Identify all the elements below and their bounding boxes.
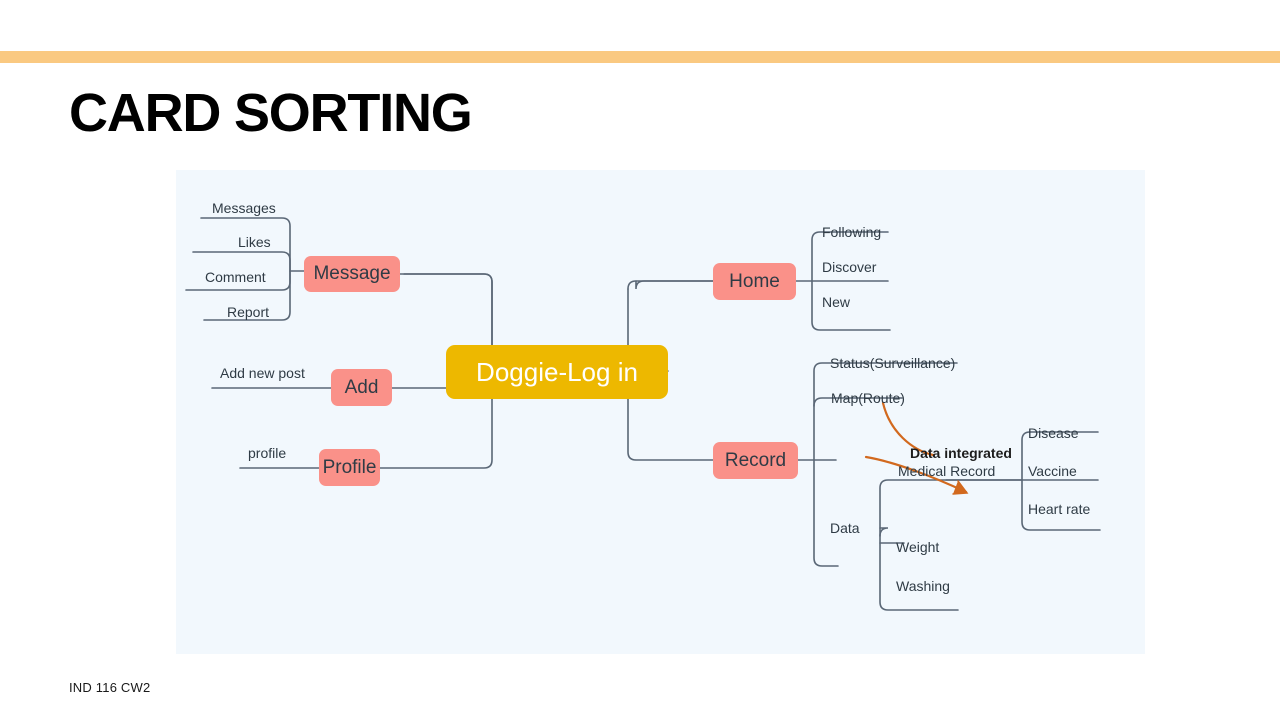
node-add[interactable]: Add <box>331 369 392 406</box>
footer-note: IND 116 CW2 <box>69 680 151 695</box>
leaf-vaccine[interactable]: Vaccine <box>1028 463 1077 479</box>
leaf-map-route[interactable]: Map(Route) <box>831 390 905 406</box>
node-record[interactable]: Record <box>713 442 798 479</box>
leaf-washing[interactable]: Washing <box>896 578 950 594</box>
leaf-discover[interactable]: Discover <box>822 259 877 275</box>
leaf-report[interactable]: Report <box>227 304 270 320</box>
leaf-add-new-post[interactable]: Add new post <box>220 365 305 381</box>
leaf-new[interactable]: New <box>822 294 851 310</box>
mindmap-nodes: Doggie-Log in Message Add Profile Home R… <box>176 170 1145 654</box>
leaf-comment[interactable]: Comment <box>205 269 266 285</box>
node-profile[interactable]: Profile <box>319 449 380 486</box>
leaf-following[interactable]: Following <box>822 224 882 240</box>
leaf-disease[interactable]: Disease <box>1028 425 1079 441</box>
leaf-data[interactable]: Data <box>830 520 860 536</box>
leaf-weight[interactable]: Weight <box>896 539 940 555</box>
leaf-medical-record[interactable]: Medical Record <box>898 463 996 479</box>
leaf-status-surveillance[interactable]: Status(Surveillance) <box>830 355 956 371</box>
node-home[interactable]: Home <box>713 263 796 300</box>
leaf-heart-rate[interactable]: Heart rate <box>1028 501 1091 517</box>
leaf-likes[interactable]: Likes <box>238 234 271 250</box>
mindmap-panel: Doggie-Log in Message Add Profile Home R… <box>176 170 1145 654</box>
data-integrated-arrow <box>864 401 969 495</box>
leaf-messages[interactable]: Messages <box>212 200 276 216</box>
page-title: CARD SORTING <box>69 83 473 143</box>
node-message[interactable]: Message <box>304 256 400 292</box>
node-root[interactable]: Doggie-Log in <box>446 345 668 399</box>
leaf-profile[interactable]: profile <box>248 445 287 461</box>
annotation-data-integrated: Data integrated <box>910 445 1012 461</box>
accent-bar <box>0 51 1280 63</box>
